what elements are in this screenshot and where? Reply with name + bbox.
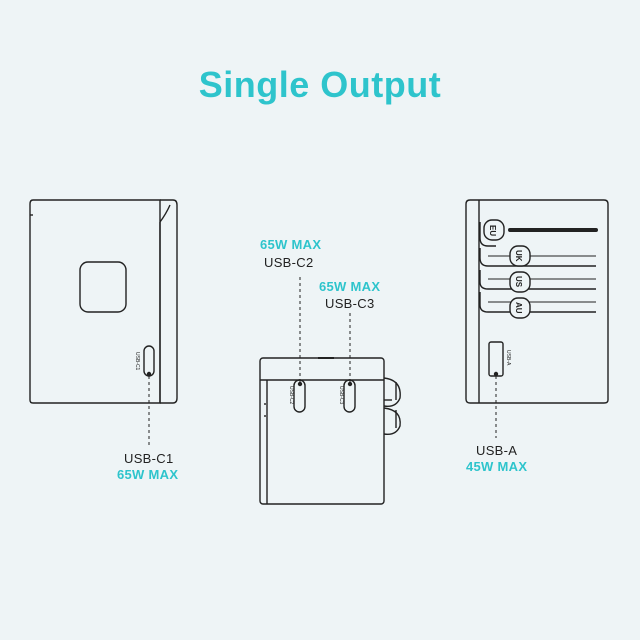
usb-a-port — [488, 341, 504, 377]
right-adapter-body — [465, 199, 609, 404]
plug-knob-au: AU — [509, 297, 531, 319]
usb-a-label: USB-A — [476, 443, 518, 458]
usb-c2-power-label: 65W MAX — [260, 237, 322, 252]
middle-adapter-body — [259, 357, 401, 505]
usb-a-port-small-label: USB-A — [505, 350, 511, 366]
usb-c1-power-label: 65W MAX — [117, 467, 179, 482]
plug-label-eu: EU — [488, 225, 497, 236]
usb-c3-power-label: 65W MAX — [319, 279, 381, 294]
usb-c1-port — [143, 345, 155, 377]
usb-a-dot — [493, 371, 499, 377]
plug-knob-eu: EU — [483, 219, 505, 241]
page-title: Single Output — [198, 64, 442, 105]
plug-slider-tracks — [479, 222, 598, 313]
left-adapter-body — [29, 199, 178, 404]
plug-label-au: AU — [514, 302, 523, 314]
usb-c1-dot — [146, 371, 152, 377]
usb-a-power-label: 45W MAX — [466, 459, 528, 474]
usb-c2-port-small-label: USB-C2 — [288, 386, 294, 405]
plug-label-us: US — [514, 276, 523, 288]
plug-knob-us: US — [509, 271, 531, 293]
usb-c1-label: USB-C1 — [124, 451, 174, 466]
plug-label-uk: UK — [514, 250, 523, 262]
left-adapter-button — [79, 261, 127, 313]
usb-c3-dot — [347, 381, 353, 387]
usb-c2-label: USB-C2 — [264, 255, 314, 270]
usb-c3-label: USB-C3 — [325, 296, 375, 311]
usb-c2-dot — [297, 381, 303, 387]
plug-knob-uk: UK — [509, 245, 531, 267]
usb-c3-port-small-label: USB-C3 — [338, 386, 344, 405]
usb-c1-port-small-label: USB-C1 — [134, 352, 140, 371]
